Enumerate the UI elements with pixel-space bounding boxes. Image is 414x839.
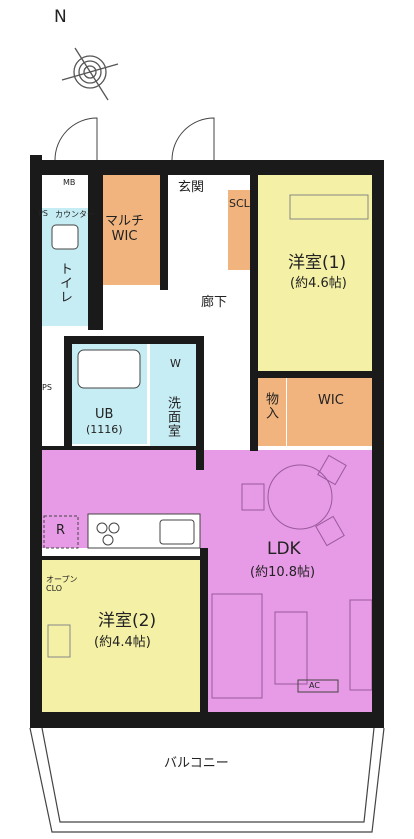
scl-area <box>228 190 254 270</box>
wic2-area <box>287 378 377 446</box>
bedroom1-area <box>255 175 377 375</box>
ac-label: AC <box>309 681 320 690</box>
walls <box>30 155 384 728</box>
bed1-icon <box>289 194 369 220</box>
bedroom2-area <box>42 560 200 712</box>
ldk-size: (約10.8帖) <box>250 565 316 580</box>
bed2-icon <box>47 624 71 658</box>
multi-wic-label: マルチ WIC <box>105 214 145 244</box>
compass-north-label: N <box>54 7 67 27</box>
kitchen-counter-icon <box>87 513 201 549</box>
wic2-label: WIC <box>318 393 344 408</box>
counter-label: カウンター <box>55 210 95 219</box>
toilet-label: トイレ <box>56 262 72 304</box>
bedroom1-size: (約4.6帖) <box>290 276 347 291</box>
storage-area <box>258 378 286 446</box>
r-box <box>43 515 79 549</box>
entrance-door-swings <box>54 117 215 161</box>
multi-wic-area <box>103 175 161 285</box>
storage-label: 物入 <box>262 392 278 420</box>
bathtub-icon <box>77 349 141 389</box>
open-clo-label: オープン CLO <box>46 575 78 594</box>
bedroom2-size: (約4.4帖) <box>94 635 151 650</box>
ub-name: UB <box>95 407 114 422</box>
r-label: R <box>56 523 66 538</box>
corridor-label: 廊下 <box>201 295 228 310</box>
ps-top-label: PS <box>38 209 48 218</box>
balcony <box>29 727 385 833</box>
ac-box <box>297 679 339 693</box>
scl-label: SCL <box>229 197 250 210</box>
bedroom2-name: 洋室(2) <box>98 611 157 631</box>
ps-side-label: PS <box>42 383 52 392</box>
mb-label: MB <box>63 178 76 187</box>
w-label: W <box>170 357 181 370</box>
sofa-icon <box>211 593 373 699</box>
washroom-label: 洗面室 <box>164 396 180 438</box>
toilet-icon <box>51 224 79 250</box>
ub-size: (1116) <box>86 423 123 436</box>
dining-table-icon <box>241 454 347 547</box>
ldk-name: LDK <box>267 539 301 559</box>
bedroom1-name: 洋室(1) <box>288 253 347 273</box>
compass-icon <box>61 47 119 101</box>
genkan-label: 玄関 <box>178 180 205 195</box>
balcony-label: バルコニー <box>164 756 229 771</box>
